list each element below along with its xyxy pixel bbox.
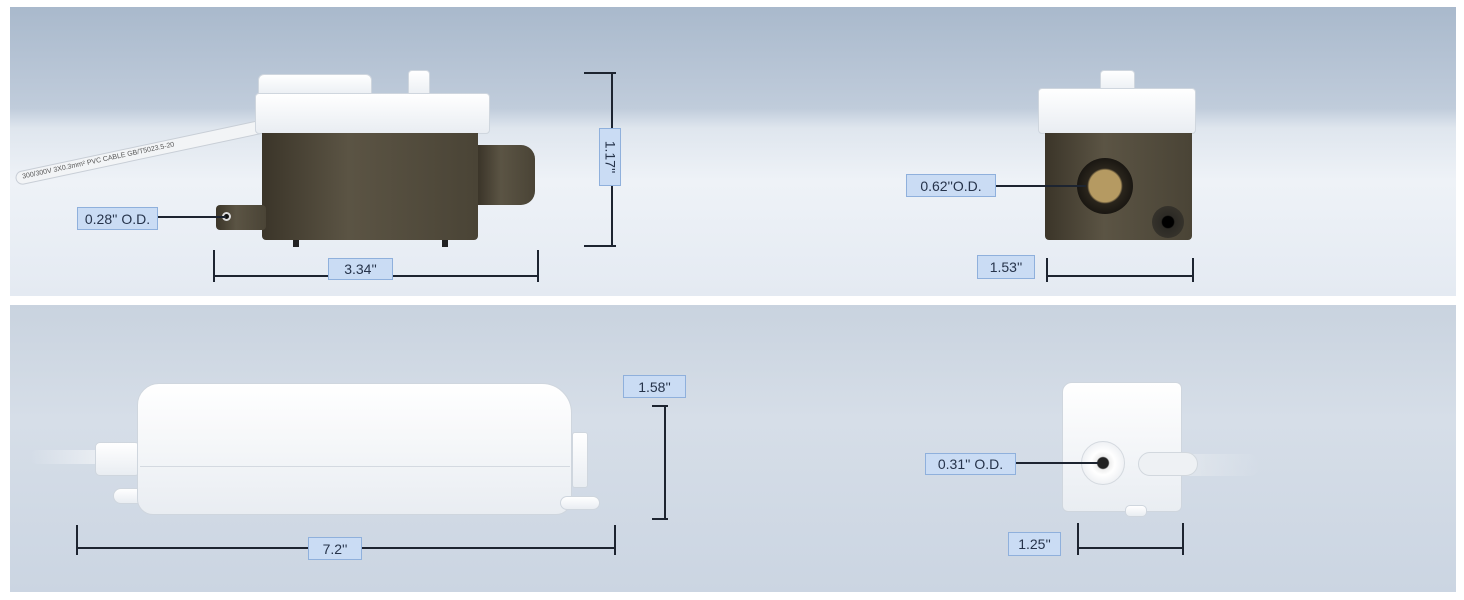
pump-housing xyxy=(137,383,572,515)
dimension-cap xyxy=(213,250,215,282)
height-label-text: 1.17'' xyxy=(602,140,618,174)
cable-fitting xyxy=(572,432,588,488)
dimension-cap xyxy=(1182,523,1184,555)
pump-lid xyxy=(255,93,490,134)
outlet-leader-line xyxy=(996,185,1086,187)
width-dimension-line xyxy=(1078,547,1183,549)
dimension-cap xyxy=(1046,258,1048,282)
dimension-cap xyxy=(1077,523,1079,555)
width-dimension-line xyxy=(1047,275,1193,277)
outlet-leader-line xyxy=(1016,462,1098,464)
pump-foot xyxy=(442,240,448,247)
width-label: 3.34'' xyxy=(328,258,393,280)
inlet-fitting xyxy=(1152,206,1184,238)
outlet-label: 0.62''O.D. xyxy=(906,174,996,197)
pump-lid xyxy=(1038,88,1196,134)
housing-seam xyxy=(140,466,570,467)
outlet-label: 0.31'' O.D. xyxy=(925,453,1016,475)
pump-foot xyxy=(293,240,299,247)
height-label: 1.58'' xyxy=(623,375,686,398)
pump-housing xyxy=(1062,382,1182,512)
dimension-cap xyxy=(584,72,616,74)
width-label: 1.25'' xyxy=(1008,532,1061,556)
dimension-cap xyxy=(76,525,78,555)
width-label: 1.53'' xyxy=(977,255,1035,279)
dimension-cap xyxy=(614,525,616,555)
pump-reservoir xyxy=(262,133,478,240)
inlet-leader-line xyxy=(158,216,226,218)
mounting-tab xyxy=(560,496,600,510)
outlet-filter xyxy=(1077,158,1133,214)
hose-fitting xyxy=(95,442,140,476)
top-product-panel xyxy=(10,7,1456,296)
width-label: 7.2'' xyxy=(308,537,362,560)
dimension-cap xyxy=(1192,258,1194,282)
dimension-cap xyxy=(652,518,668,520)
dimension-cap xyxy=(537,250,539,282)
pump-outlet xyxy=(478,145,535,205)
inlet-label: 0.28'' O.D. xyxy=(77,207,158,230)
dimension-cap xyxy=(584,245,616,247)
hose-end xyxy=(1138,452,1198,476)
height-label: 1.17'' xyxy=(599,128,621,186)
height-dimension-line xyxy=(664,405,666,520)
dimension-cap xyxy=(652,405,668,407)
mounting-tab xyxy=(1125,505,1147,517)
